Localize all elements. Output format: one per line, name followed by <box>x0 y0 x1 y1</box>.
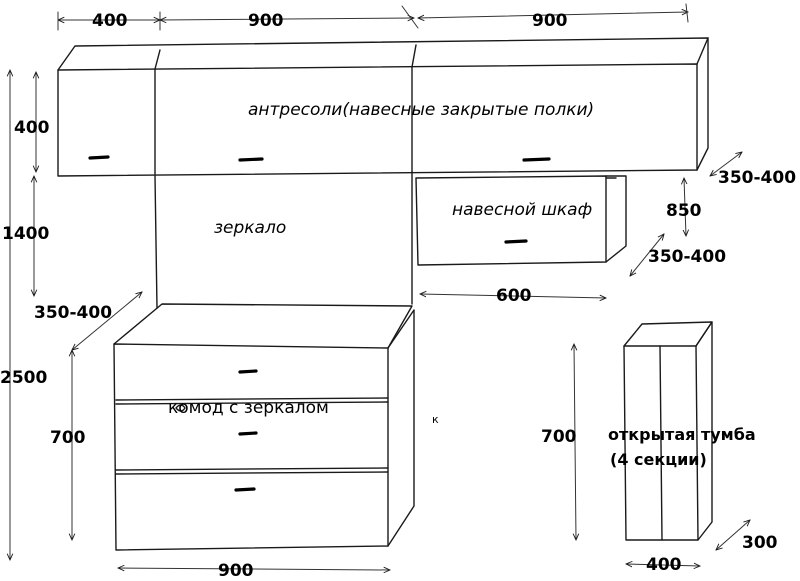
label-mirror: зеркало <box>214 218 287 238</box>
dim-mirror-height: 1400 <box>2 224 50 244</box>
dim-dresser-width: 900 <box>218 561 254 581</box>
dim-wall-cabinet-height: 850 <box>666 201 702 221</box>
dim-mezzanine-depth: 350-400 <box>718 168 797 188</box>
dim-total-height: 2500 <box>0 368 48 388</box>
dim-top-right-width: 900 <box>532 11 568 31</box>
dim-top-left-width: 400 <box>92 11 128 31</box>
dim-wall-cabinet-width: 600 <box>496 286 532 306</box>
mezzanine-unit <box>57 37 709 177</box>
dimension-lines <box>10 3 750 570</box>
label-mezzanine: антресоли(навесные закрытые полки) <box>248 100 595 120</box>
mezzanine-handle-3 <box>522 157 551 162</box>
label-dresser: комод с зеркалом <box>168 398 329 418</box>
label-open-cabinet-line1: открытая тумба <box>608 425 756 444</box>
dresser-handle-2 <box>238 431 258 436</box>
dim-wall-cabinet-depth: 350-400 <box>648 247 727 267</box>
wall-cabinet <box>415 175 627 266</box>
dim-top-middle-width: 900 <box>248 11 284 31</box>
dresser <box>113 303 415 551</box>
open-cabinet <box>623 321 713 541</box>
dim-dresser-height: 700 <box>50 428 86 448</box>
mezzanine-handle-1 <box>88 155 110 160</box>
dim-cabinet-width: 400 <box>646 555 682 575</box>
wall-cabinet-handle <box>504 239 528 244</box>
dim-cabinet-depth: 300 <box>742 533 778 553</box>
stray-mark: к <box>432 413 439 426</box>
mirror-panel <box>154 171 413 309</box>
mezzanine-handle-2 <box>238 157 264 162</box>
label-open-cabinet-line2: (4 секции) <box>610 450 707 469</box>
dim-dresser-depth: 350-400 <box>34 303 113 323</box>
dim-mezzanine-height: 400 <box>14 118 50 138</box>
dresser-handle-3 <box>234 487 256 492</box>
dim-cabinet-height: 700 <box>541 427 577 447</box>
label-wall-cabinet: навесной шкаф <box>452 200 593 220</box>
dresser-handle-1 <box>238 369 258 374</box>
